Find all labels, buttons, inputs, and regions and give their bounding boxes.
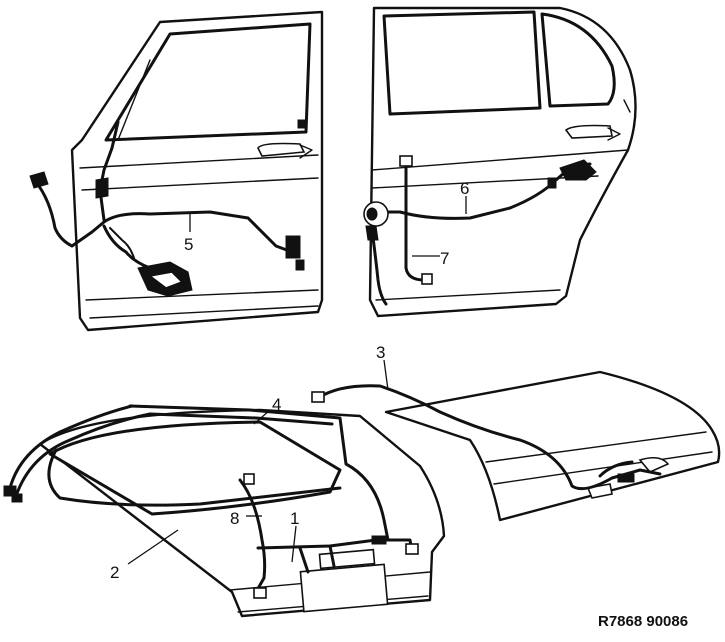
- rear-door-actuator: [559, 159, 597, 181]
- callout-leaders: [127, 196, 467, 565]
- front-door-lock: [297, 119, 307, 129]
- tailgate-connector-left: [3, 485, 17, 497]
- rear-door-window: [382, 10, 542, 116]
- callout-2: 2: [110, 563, 119, 582]
- tailgate: [38, 408, 446, 618]
- callout-1: 1: [290, 509, 299, 528]
- licence-plate-recess: [299, 563, 389, 613]
- callout-4: 4: [272, 395, 281, 414]
- boot-lid-harness: [311, 384, 662, 491]
- front-door-window: [104, 22, 312, 142]
- callout-3: 3: [376, 343, 385, 362]
- boot-lid: [384, 370, 721, 522]
- rear-door: [368, 6, 637, 318]
- front-door-handle: [257, 142, 306, 157]
- callout-6: 6: [460, 179, 469, 198]
- callout-7: 7: [440, 249, 449, 268]
- front-door-harness: [29, 120, 305, 297]
- rear-door-handle: [564, 124, 613, 139]
- callout-8: 8: [230, 509, 239, 528]
- rear-door-speaker-connector: [399, 155, 413, 167]
- rear-quarter-window: [540, 12, 616, 108]
- boot-lid-lock-recess: [638, 456, 670, 473]
- tailgate-window: [48, 420, 342, 516]
- callout-5: 5: [184, 235, 193, 254]
- boot-lid-connector: [311, 391, 325, 403]
- reference-code: R7868 90086: [598, 613, 688, 630]
- rear-door-harness: [363, 155, 597, 306]
- front-door: [70, 10, 324, 332]
- front-door-connector: [285, 235, 301, 259]
- tailgate-harness: [3, 404, 419, 599]
